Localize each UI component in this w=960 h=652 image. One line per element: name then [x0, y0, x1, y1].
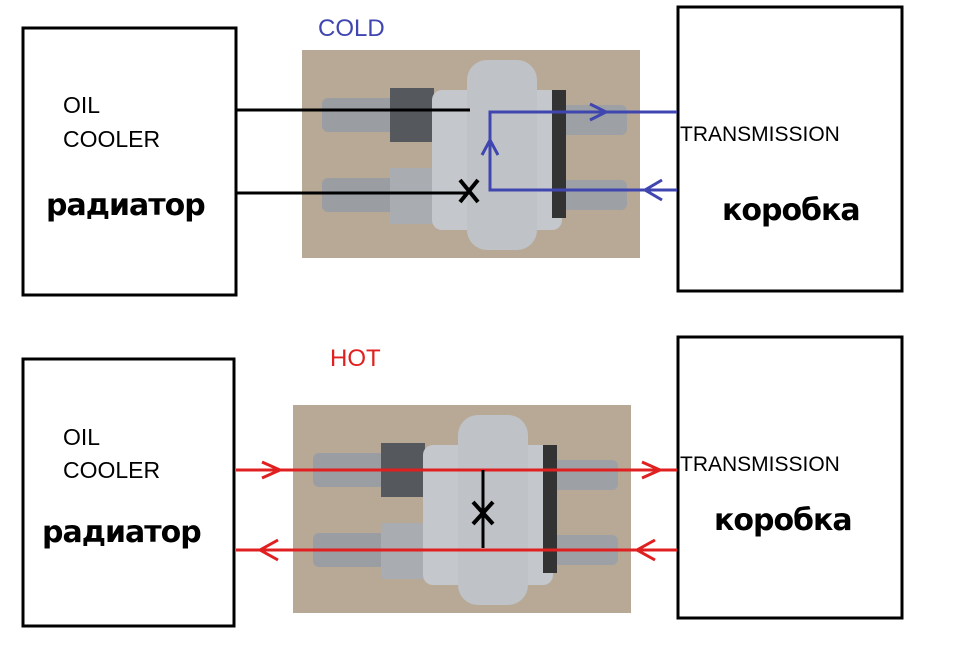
- arrow-left-icon: [256, 538, 279, 562]
- blocked-x-icon: [458, 178, 480, 204]
- transmission-label: TRANSMISSION: [680, 123, 840, 146]
- oil-label: OIL: [63, 424, 100, 450]
- hot-title: HOT: [330, 345, 381, 372]
- transmission-label: TRANSMISSION: [680, 453, 840, 476]
- korobka-label: коробка: [714, 503, 852, 538]
- oil-cooler-box: [21, 26, 238, 297]
- oil-label: OIL: [63, 92, 100, 118]
- cold-section: COLD OIL COOLER радиатор TRANSMISSION ко…: [21, 5, 904, 297]
- hot-section: HOT OIL COOLER радиатор TRANSMISSION кор…: [21, 335, 904, 628]
- oil-cooler-box: [21, 357, 236, 628]
- cold-title: COLD: [318, 15, 385, 42]
- radiator-label: радиатор: [42, 515, 201, 550]
- cooler-label: COOLER: [63, 126, 160, 152]
- korobka-label: коробка: [722, 193, 860, 228]
- arrow-left-icon: [633, 538, 656, 562]
- arrow-up-icon: [480, 136, 500, 156]
- arrow-left-icon: [642, 178, 663, 202]
- flow-path: [488, 110, 677, 192]
- radiator-label: радиатор: [46, 188, 205, 223]
- valve-photo: [302, 50, 640, 258]
- arrow-right-icon: [589, 102, 610, 122]
- valve-photo: [293, 405, 631, 613]
- cooler-label: COOLER: [63, 457, 160, 483]
- arrow-right-icon: [641, 460, 664, 480]
- blocked-x-icon: [471, 500, 495, 526]
- transmission-box: [676, 5, 904, 293]
- arrow-right-icon: [261, 460, 284, 480]
- transmission-box: [676, 335, 904, 620]
